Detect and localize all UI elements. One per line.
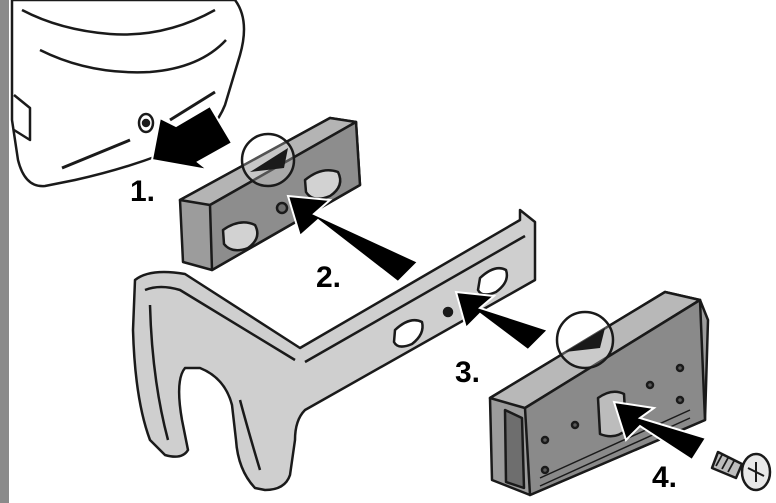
left-edge-strip	[0, 0, 9, 503]
push-arrow-icon	[150, 104, 708, 462]
step-label-4: 4.	[652, 461, 677, 494]
detail-circle-icon	[555, 310, 615, 370]
screw-icon	[710, 450, 772, 492]
front-clip-icon	[488, 290, 710, 497]
step-label-1: 1.	[130, 175, 155, 208]
detail-circle-icon	[240, 132, 296, 188]
step-label-3: 3.	[455, 356, 480, 389]
device-body-icon	[10, 0, 246, 188]
bracket-icon	[131, 208, 537, 492]
step-label-2: 2.	[316, 261, 341, 294]
